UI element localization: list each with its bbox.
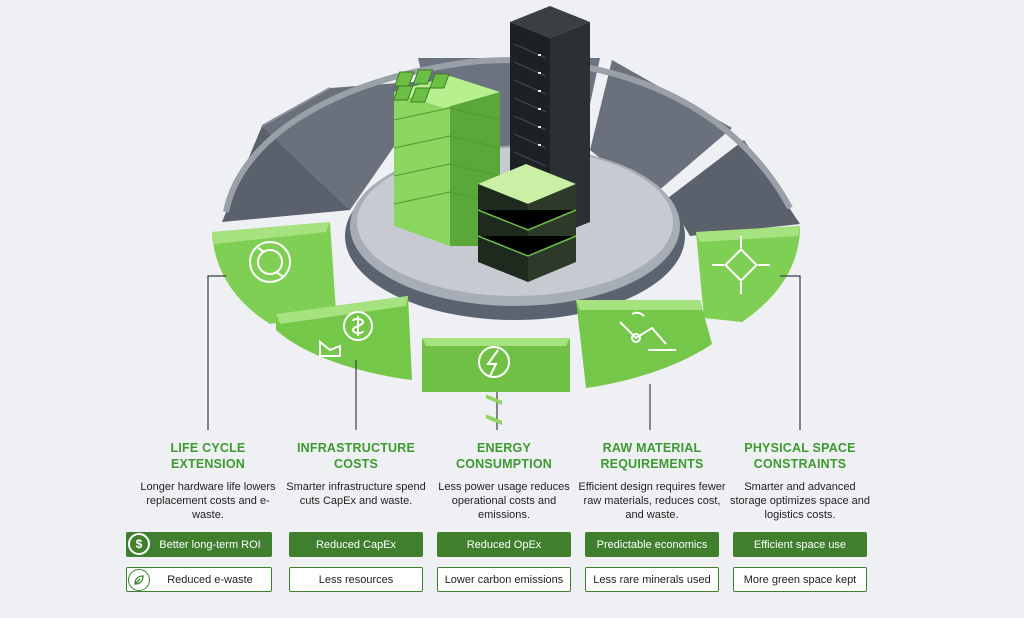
- title-line: INFRASTRUCTURE: [296, 441, 416, 455]
- title-line: LIFE CYCLE: [170, 441, 246, 455]
- pill-label: Less rare minerals used: [593, 573, 711, 586]
- stacked-servers: [477, 164, 577, 425]
- title-line: PHYSICAL SPACE: [744, 441, 856, 455]
- connector-lines: [207, 275, 801, 430]
- title-line: COSTS: [333, 457, 379, 471]
- dollar-factory-icon: [319, 311, 373, 357]
- pill-reduced-opex: Reduced OpEx: [437, 532, 571, 557]
- pill-label: Less resources: [318, 573, 394, 586]
- title-line: REQUIREMENTS: [600, 457, 704, 471]
- pill-efficient-space: Efficient space use: [733, 532, 867, 557]
- pill-reduced-ewaste: Reduced e-waste: [126, 567, 272, 592]
- ring-front-segments: [212, 222, 800, 392]
- title-line: EXTENSION: [170, 457, 246, 471]
- robot-arm-icon: [619, 311, 676, 351]
- column-description: Smarter infrastructure spend cuts CapEx …: [286, 481, 426, 507]
- column-title: INFRASTRUCTURE COSTS: [281, 440, 431, 474]
- pill-lower-carbon: Lower carbon emissions: [437, 567, 571, 592]
- column-description: Smarter and advanced storage optimizes s…: [729, 481, 871, 521]
- column-energy: ENERGY CONSUMPTION Less power usage redu…: [429, 440, 579, 530]
- dollar-icon: $: [128, 533, 150, 555]
- title-line: RAW MATERIAL: [602, 441, 702, 455]
- title-line: CONSUMPTION: [456, 457, 552, 471]
- pill-label: More green space kept: [743, 573, 857, 586]
- pill-label: Better long-term ROI: [159, 538, 261, 551]
- pill-label: Reduced e-waste: [167, 573, 253, 586]
- column-title: LIFE CYCLE EXTENSION: [133, 440, 283, 474]
- pill-label: Predictable economics: [596, 538, 708, 551]
- column-physical-space: PHYSICAL SPACE CONSTRAINTS Smarter and a…: [725, 440, 875, 530]
- pill-label: Efficient space use: [753, 538, 847, 551]
- column-description: Less power usage reduces operational cos…: [438, 481, 570, 521]
- column-title: PHYSICAL SPACE CONSTRAINTS: [725, 440, 875, 474]
- column-description: Efficient design requires fewer raw mate…: [578, 481, 726, 521]
- pill-less-resources: Less resources: [289, 567, 423, 592]
- column-title: ENERGY CONSUMPTION: [429, 440, 579, 474]
- leaf-glyph: [134, 575, 144, 585]
- pill-predictable-economics: Predictable economics: [585, 532, 719, 557]
- dollar-glyph: $: [135, 537, 143, 551]
- column-title: RAW MATERIAL REQUIREMENTS: [577, 440, 727, 474]
- column-infrastructure: INFRASTRUCTURE COSTS Smarter infrastruct…: [281, 440, 431, 530]
- pill-reduced-capex: Reduced CapEx: [289, 532, 423, 557]
- energy-bolt-icon: [478, 346, 510, 378]
- title-line: ENERGY: [477, 441, 531, 455]
- pill-less-rare-minerals: Less rare minerals used: [585, 567, 719, 592]
- pill-more-green-space: More green space kept: [733, 567, 867, 592]
- compress-arrows-icon: [712, 236, 770, 294]
- column-raw-material: RAW MATERIAL REQUIREMENTS Efficient desi…: [577, 440, 727, 530]
- leaf-icon: [128, 569, 150, 591]
- isometric-data-center-scene: [207, 6, 801, 430]
- pill-label: Reduced OpEx: [466, 538, 542, 551]
- column-description: Longer hardware life lowers replacement …: [140, 481, 276, 521]
- pill-label: Lower carbon emissions: [444, 573, 564, 586]
- cycle-icon: [249, 241, 291, 283]
- pill-better-roi: Better long-term ROI: [126, 532, 272, 557]
- column-life-cycle: LIFE CYCLE EXTENSION Longer hardware lif…: [133, 440, 283, 530]
- pill-label: Reduced CapEx: [315, 538, 397, 551]
- title-line: CONSTRAINTS: [753, 457, 847, 471]
